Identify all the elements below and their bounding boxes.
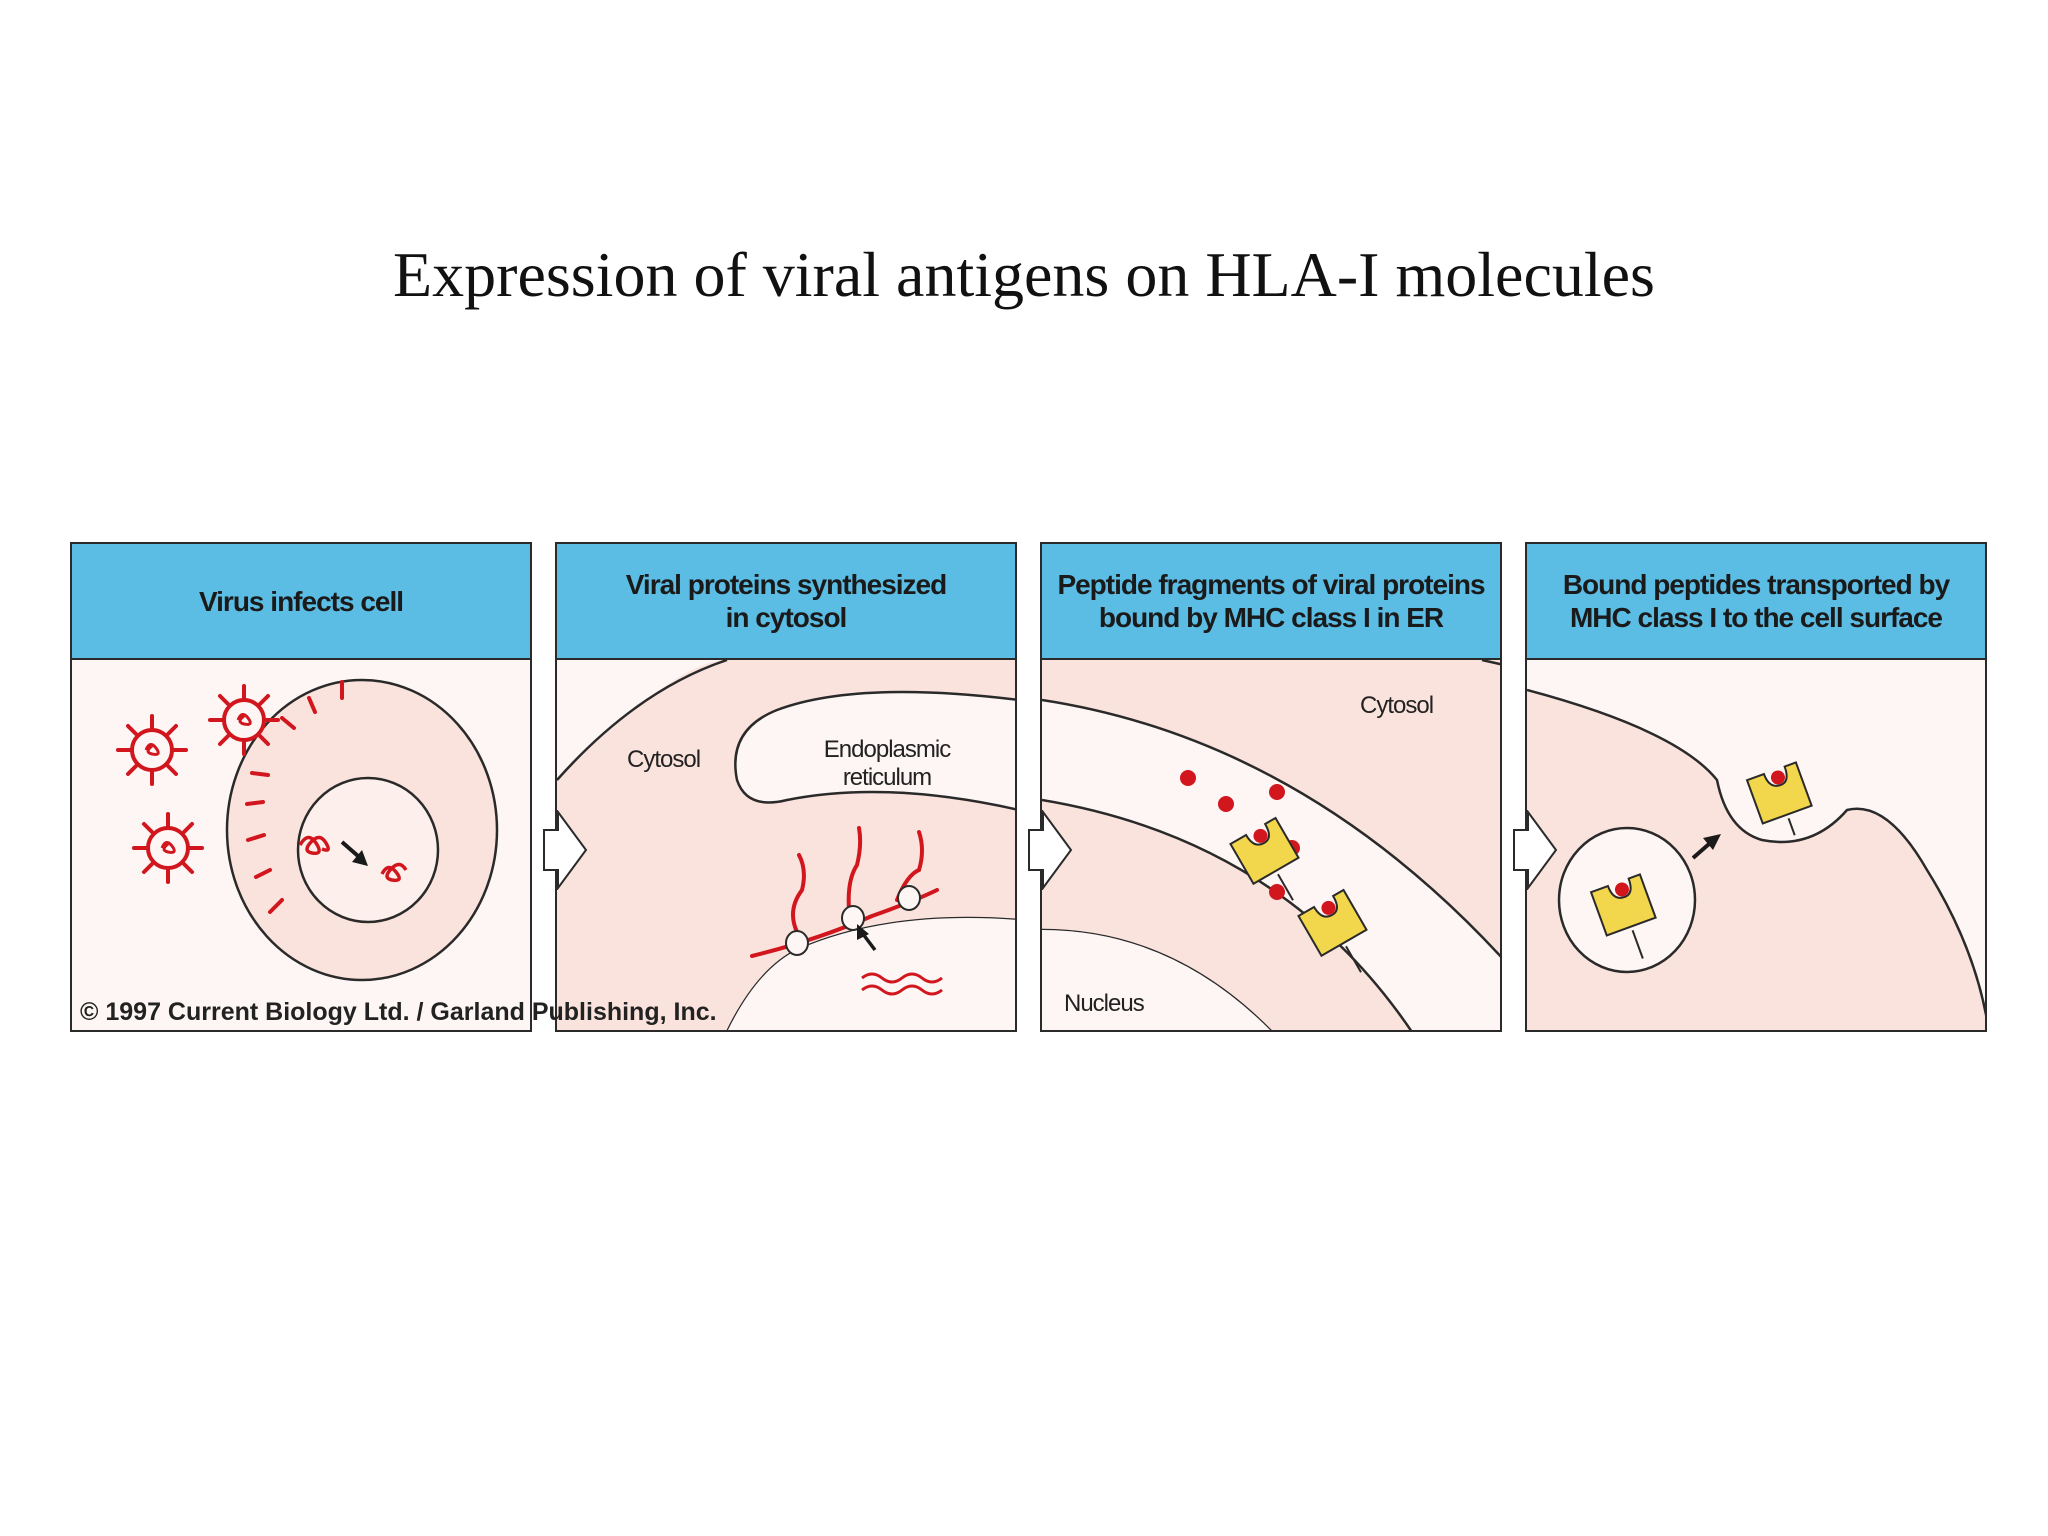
step-arrow-icon	[1513, 810, 1558, 890]
panel-viral-proteins-synthesized: Viral proteins synthesized in cytosol	[555, 542, 1017, 1032]
er-label: Endoplasmic reticulum	[817, 736, 957, 792]
panel-1-header-line-1: Virus infects cell	[198, 585, 404, 617]
viral-genome-cytosol	[298, 835, 330, 856]
nucleus-label: Nucleus	[1064, 990, 1145, 1017]
virus-icon	[116, 714, 188, 786]
panel-3-illustration	[1042, 660, 1500, 1030]
panel-2-illustration	[557, 660, 1015, 1030]
cytosol-label: Cytosol	[627, 746, 701, 773]
arrow-icon	[857, 924, 877, 952]
antigen-presentation-figure: Virus infects cell	[70, 542, 1996, 1040]
panel-4-header: Bound peptides transported by MHC class …	[1527, 544, 1985, 660]
copyright-notice: © 1997 Current Biology Ltd. / Garland Pu…	[80, 998, 717, 1026]
er-label-line-1: Endoplasmic	[823, 736, 951, 763]
viral-mrna	[861, 972, 943, 996]
panel-1-header: Virus infects cell	[72, 544, 530, 660]
panel-peptides-bound-mhc: Peptide fragments of viral proteins boun…	[1040, 542, 1502, 1032]
membrane-viral-spikes	[245, 680, 344, 914]
panel-virus-infects-cell: Virus infects cell	[70, 542, 532, 1032]
panel-4-header-line-2: MHC class I to the cell surface	[1569, 602, 1943, 633]
ribosomes	[785, 885, 921, 956]
mhc-molecule-icon	[1297, 888, 1368, 973]
mhc-molecule-icon	[1229, 816, 1300, 901]
virus-icon	[208, 684, 280, 756]
endoplasmic-reticulum	[734, 690, 1015, 811]
panel-2-header: Viral proteins synthesized in cytosol	[557, 544, 1015, 660]
panel-3-header: Peptide fragments of viral proteins boun…	[1042, 544, 1500, 660]
step-arrow-icon	[1028, 810, 1073, 890]
panel-3-header-line-1: Peptide fragments of viral proteins	[1057, 569, 1485, 600]
arrow-icon	[1691, 834, 1721, 860]
cell-nucleus	[296, 776, 440, 924]
panel-2-header-line-2: in cytosol	[725, 602, 848, 633]
panel-transport-to-surface: Bound peptides transported by MHC class …	[1525, 542, 1987, 1032]
panel-3-header-line-2: bound by MHC class I in ER	[1098, 602, 1444, 633]
slide-title: Expression of viral antigens on HLA-I mo…	[393, 239, 1655, 310]
mhc-molecule-icon	[1745, 761, 1813, 836]
arrow-icon	[340, 840, 368, 866]
panel-4-illustration	[1527, 660, 1985, 1030]
viral-genome-nucleus	[380, 862, 408, 883]
cytosol-label: Cytosol	[1360, 692, 1434, 719]
er-label-line-2: reticulum	[842, 764, 932, 791]
panel-2-header-line-1: Viral proteins synthesized	[625, 569, 947, 600]
panel-4-header-line-1: Bound peptides transported by	[1562, 569, 1950, 600]
mhc-molecule-icon	[1589, 873, 1657, 959]
step-arrow-icon	[543, 810, 588, 890]
panel-1-illustration	[72, 660, 530, 1030]
virus-icon	[132, 812, 204, 884]
